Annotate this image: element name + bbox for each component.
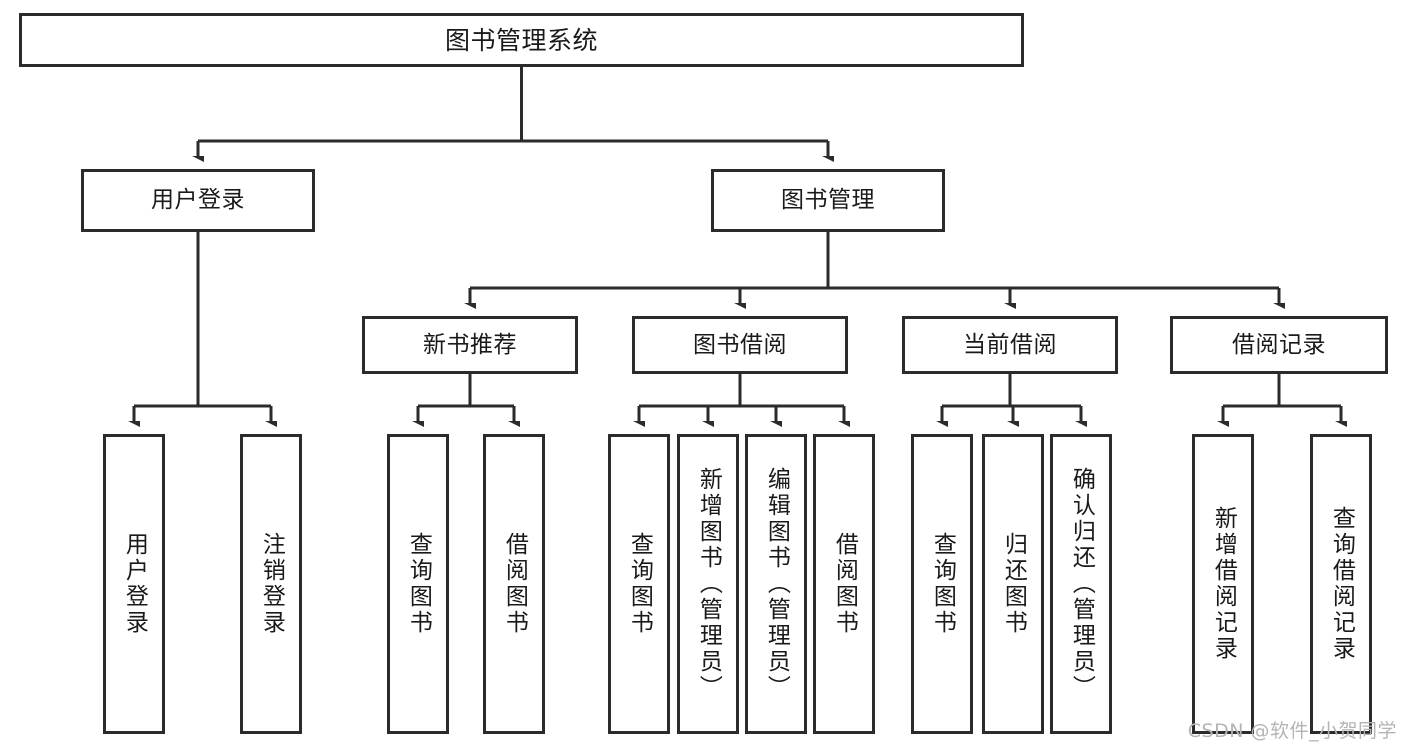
node-n_newbook[interactable]: 新书推荐 [362, 316, 578, 374]
node-root[interactable]: 图书管理系统 [19, 13, 1024, 67]
node-label: 图书管理系统 [444, 25, 598, 55]
node-l_b1[interactable]: 借阅图书 [483, 434, 545, 734]
node-n_login[interactable]: 用户登录 [81, 169, 315, 232]
node-label: 借阅记录 [1232, 331, 1326, 358]
node-label: 当前借阅 [963, 331, 1057, 358]
node-label: 用户登录 [151, 187, 245, 214]
node-n_borrow[interactable]: 图书借阅 [632, 316, 848, 374]
node-label: 图书管理 [781, 187, 875, 214]
node-l_return[interactable]: 归还图书 [982, 434, 1044, 734]
node-l_userlogin[interactable]: 用户登录 [103, 434, 165, 734]
node-label: 用户登录 [121, 532, 148, 636]
node-l_edit[interactable]: 编辑图书（管理员） [745, 434, 807, 734]
node-l_q2[interactable]: 查询图书 [608, 434, 670, 734]
node-label: 查询图书 [626, 532, 653, 636]
node-label: 借阅图书 [831, 532, 858, 636]
node-label: 归还图书 [1000, 532, 1027, 636]
node-label: 注销登录 [258, 532, 285, 636]
node-l_confirm[interactable]: 确认归还（管理员） [1050, 434, 1112, 734]
node-label: 查询图书 [405, 532, 432, 636]
node-label: 新增图书（管理员） [695, 467, 722, 701]
node-label: 确认归还（管理员） [1068, 467, 1095, 701]
node-label: 图书借阅 [693, 331, 787, 358]
watermark: CSDN @软件_小贺同学 [1187, 720, 1397, 742]
node-n_current[interactable]: 当前借阅 [902, 316, 1118, 374]
node-l_q1[interactable]: 查询图书 [387, 434, 449, 734]
node-label: 查询借阅记录 [1328, 506, 1355, 662]
node-l_logout[interactable]: 注销登录 [240, 434, 302, 734]
node-l_qrec[interactable]: 查询借阅记录 [1310, 434, 1372, 734]
node-label: 新书推荐 [423, 331, 517, 358]
edges [134, 67, 1341, 422]
node-n_bookmgmt[interactable]: 图书管理 [711, 169, 945, 232]
node-l_add[interactable]: 新增图书（管理员） [677, 434, 739, 734]
node-n_record[interactable]: 借阅记录 [1170, 316, 1388, 374]
node-label: 查询图书 [929, 532, 956, 636]
node-l_b2[interactable]: 借阅图书 [813, 434, 875, 734]
node-label: 编辑图书（管理员） [763, 467, 790, 701]
node-l_q3[interactable]: 查询图书 [911, 434, 973, 734]
node-label: 借阅图书 [501, 532, 528, 636]
node-l_addrec[interactable]: 新增借阅记录 [1192, 434, 1254, 734]
node-label: 新增借阅记录 [1210, 506, 1237, 662]
